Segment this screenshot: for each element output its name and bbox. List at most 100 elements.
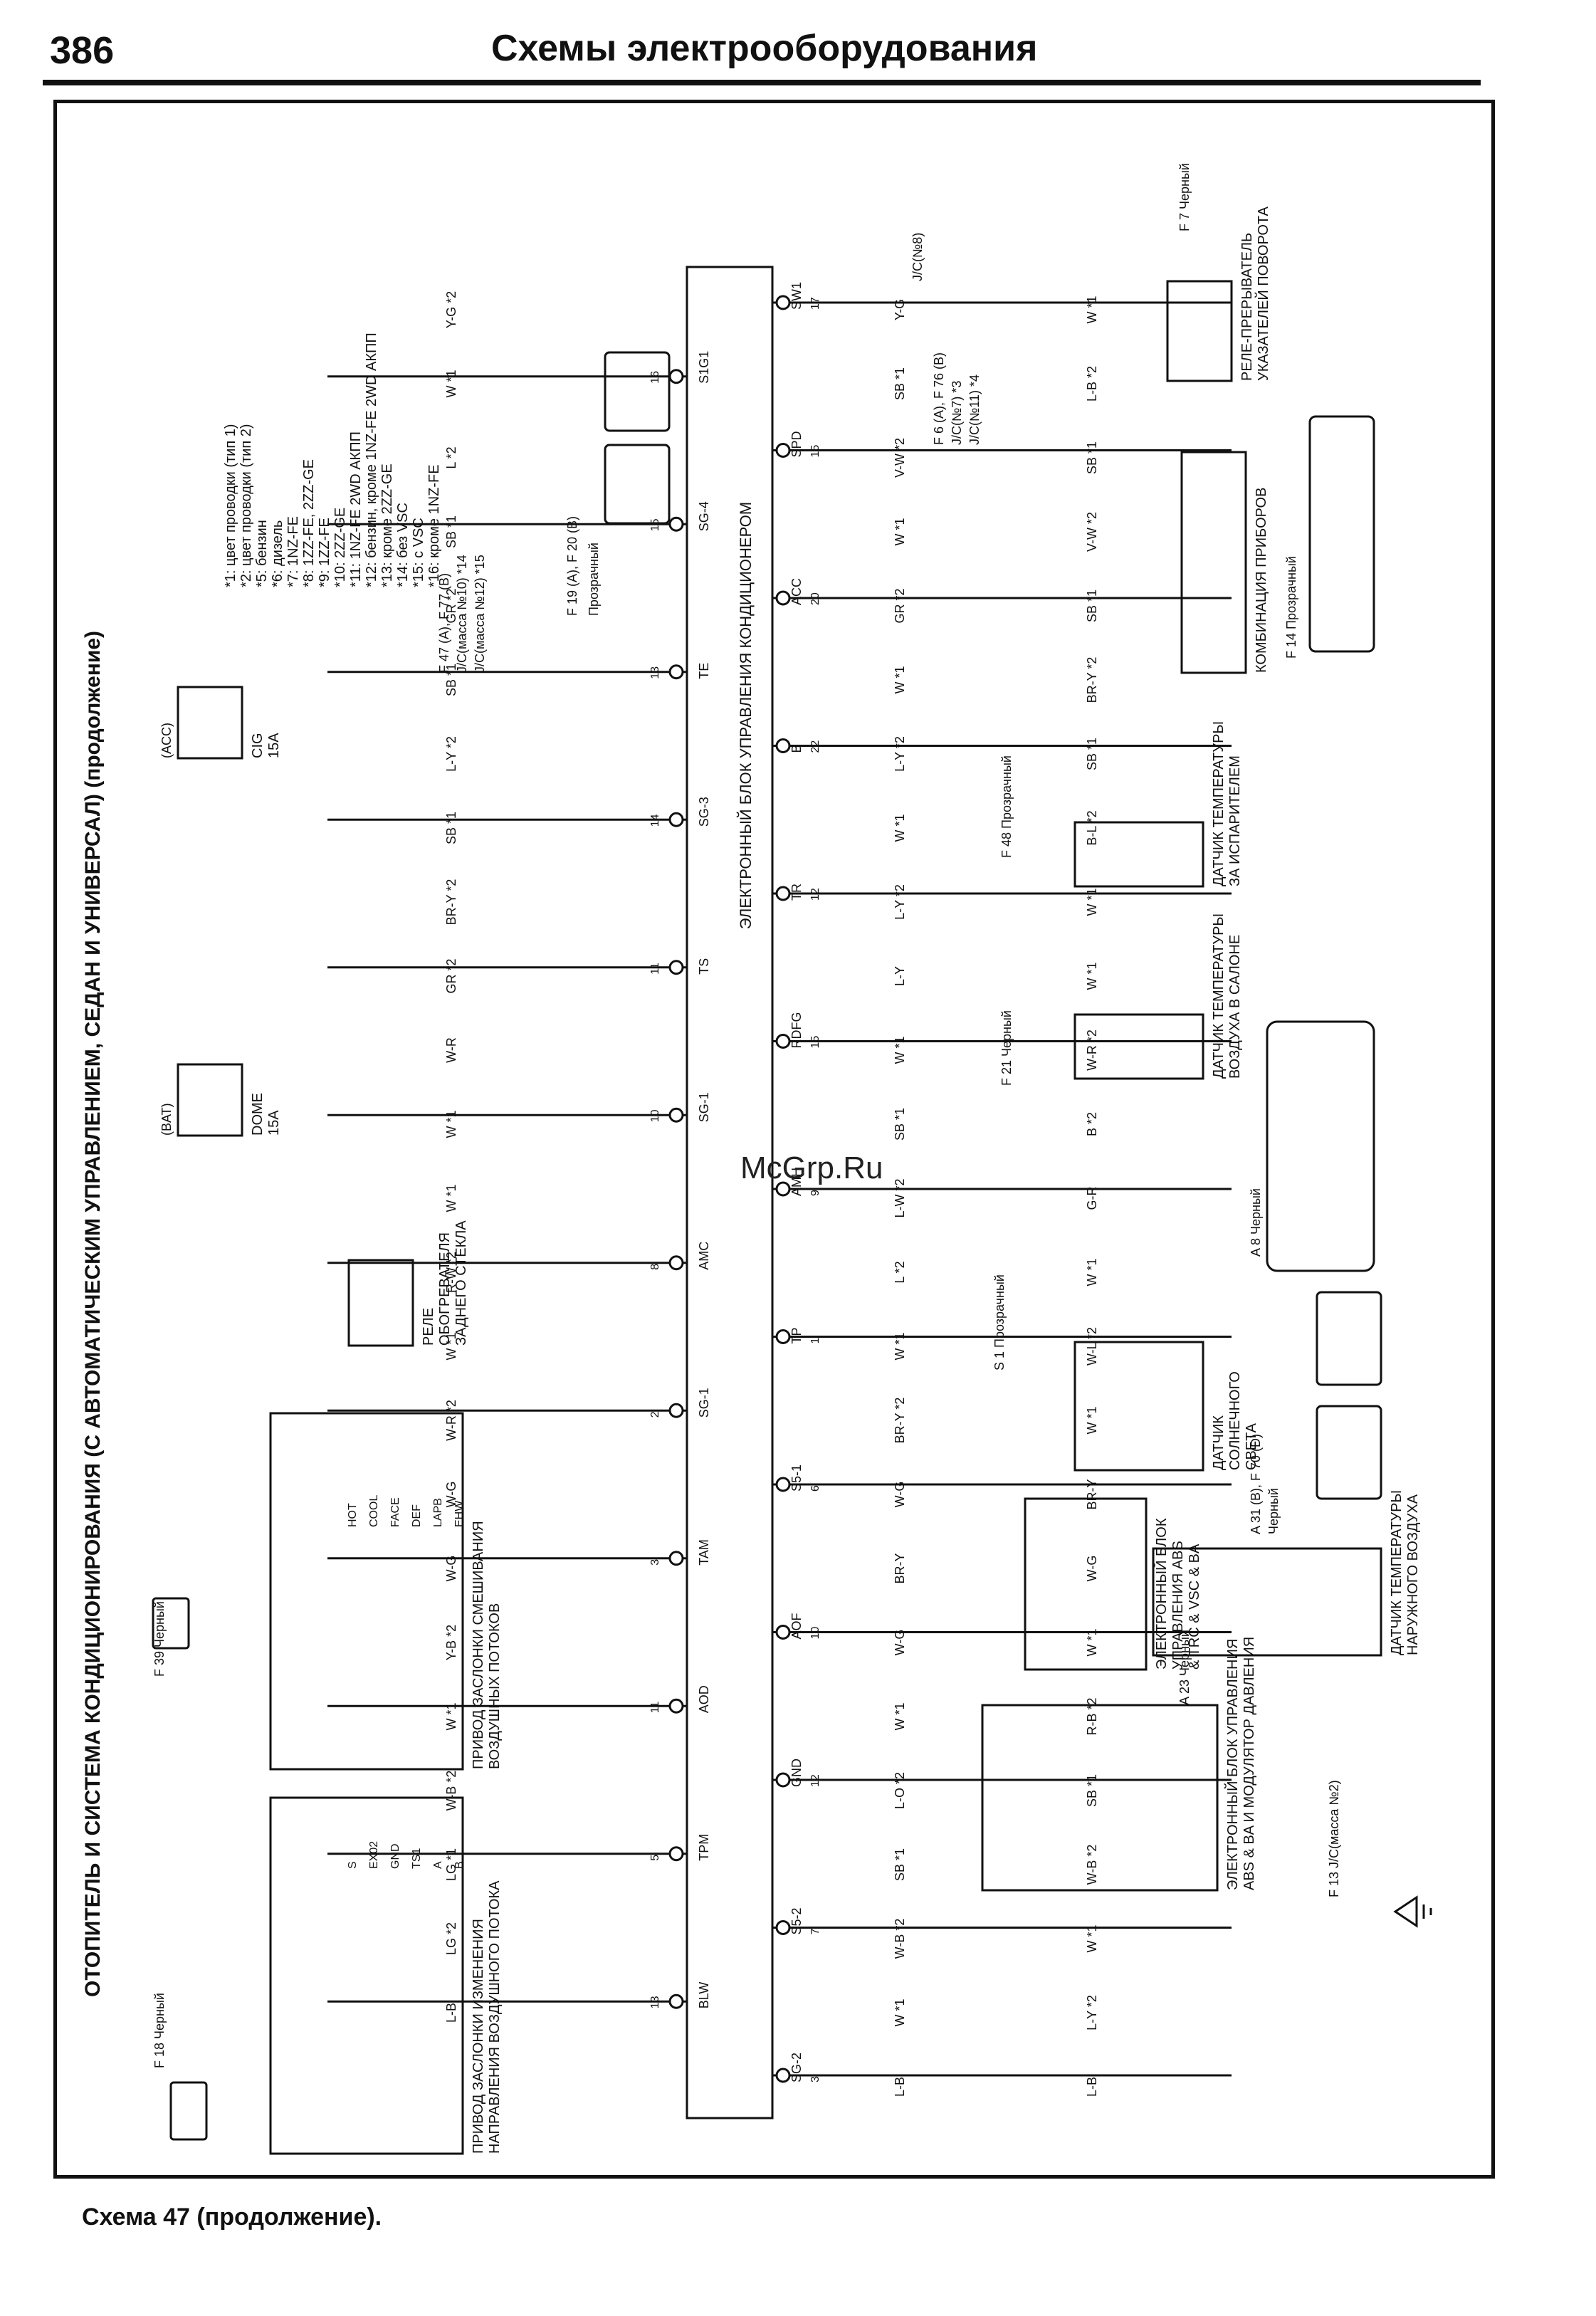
component-box — [269, 1796, 464, 2155]
wire-label: L-B — [1085, 2077, 1099, 2097]
pin-name: S5-2 — [789, 1907, 804, 1934]
pin-terminal — [668, 1551, 684, 1566]
connector-note: F 7 Черный — [1177, 163, 1192, 231]
ground-symbol — [1393, 1895, 1432, 1928]
pin-terminal — [775, 886, 791, 901]
connector-note: F 13 J/C(масса №2) — [1327, 1780, 1341, 1897]
pin-number: 14 — [649, 814, 661, 827]
pin-terminal — [668, 1403, 684, 1418]
pin-name: SG-1 — [697, 1388, 711, 1418]
term-label: S — [347, 1861, 359, 1869]
pin-terminal — [668, 960, 684, 975]
pin-name: BLW — [697, 1982, 711, 2009]
wire-label: L-B *2 — [1085, 366, 1099, 402]
pin-name: AOD — [697, 1685, 711, 1713]
component-label: ЭЛЕКТРОННЫЙ БЛОК — [1153, 1518, 1170, 1670]
wire-label: L-B — [444, 2003, 458, 2023]
wire-label: SB *1 — [444, 664, 458, 696]
pin-terminal — [668, 812, 684, 827]
wiring-diagram: ЭЛЕКТРОННЫЙ БЛОК УПРАВЛЕНИЯ КОНДИЦИОНЕРО… — [81, 163, 1432, 2155]
connector-note: F 18 Черный — [152, 1993, 167, 2068]
page-header-title: Схемы электрооборудования — [491, 28, 1038, 69]
header-rule — [43, 80, 1481, 85]
component-label: СВЕТА — [1244, 1422, 1259, 1470]
pin-name: AOF — [789, 1613, 804, 1639]
wire-label: BR-Y *2 — [444, 879, 458, 926]
component-label: ABS & BA И МОДУЛЯТОР ДАВЛЕНИЯ — [1241, 1637, 1257, 1890]
component-label: ПРИВОД ЗАСЛОНКИ ИЗМЕНЕНИЯ — [471, 1919, 486, 2154]
note-line: *13: кроме 2ZZ-GE — [379, 463, 395, 587]
connector-note: F 14 Прозрачный — [1284, 556, 1298, 659]
note-line: *7: 1NZ-FE — [285, 516, 301, 587]
figure-caption: Схема 47 (продолжение). — [82, 2204, 382, 2231]
note-line: *8: 1ZZ-FE, 2ZZ-GE — [301, 459, 317, 587]
pin-name: SG-3 — [697, 797, 711, 827]
term-label: A — [432, 1861, 444, 1869]
wire-label: BR-Y *2 — [1085, 657, 1099, 703]
wire-label: W *1 — [893, 666, 907, 693]
component-box — [981, 1704, 1219, 1892]
component-box — [1180, 451, 1247, 674]
note-line: *16: кроме 1NZ-FE — [426, 464, 442, 587]
term-label: FACE — [389, 1497, 401, 1527]
connector-note: S 1 Прозрачный — [992, 1274, 1007, 1371]
connector-note: F 39 Черный — [152, 1601, 167, 1677]
note-line: *9: 1ZZ-FE — [317, 518, 332, 587]
pin-number: 11 — [649, 963, 661, 975]
wire-label: R-W *2 — [444, 1252, 458, 1293]
pin-name: TAM — [697, 1539, 711, 1566]
wire-label: SB *1 — [444, 515, 458, 548]
wire-label: LG *1 — [444, 1848, 458, 1881]
component-box — [1166, 280, 1233, 382]
wire-label: W *1 — [893, 1702, 907, 1730]
wire-label: GR *2 — [893, 588, 907, 623]
component-label: УПРАВЛЕНИЯ ABS — [1170, 1541, 1186, 1670]
component-label: ВОЗДУШНЫХ ПОТОКОВ — [487, 1603, 503, 1769]
pin-number: 22 — [809, 740, 821, 753]
pin-name: SPD — [789, 431, 804, 457]
pin-name: AMH — [789, 1168, 804, 1196]
pin-name: AMC — [697, 1242, 711, 1270]
page-number: 386 — [50, 29, 115, 72]
note-line: *11: 1NZ-FE 2WD АКПП — [348, 431, 364, 587]
connector-note: F 21 Черный — [999, 1010, 1014, 1086]
component-label: НАРУЖНОГО ВОЗДУХА — [1405, 1494, 1421, 1655]
wire-label: Y-G *2 — [444, 291, 458, 328]
connector-note: F 6 (A), F 76 (B) — [932, 352, 946, 445]
wire-label: W *1 — [893, 518, 907, 545]
component-label: DOME — [250, 1093, 266, 1136]
note-line: *1: цвет проводки (тип 1) — [223, 424, 238, 587]
pin-terminal — [775, 1181, 791, 1197]
term-label: EHW — [453, 1500, 466, 1527]
component-label: ДАТЧИК ТЕМПЕРАТУРЫ — [1211, 913, 1227, 1079]
wire-label: BR-Y — [1085, 1479, 1099, 1509]
connector-note: A 23 Черный — [1177, 1630, 1192, 1705]
wire-label: W *1 — [1085, 1258, 1099, 1286]
wire-label: W-G — [893, 1630, 907, 1656]
wire-label: W-B *2 — [893, 1919, 907, 1959]
wire-label: SB *1 — [444, 812, 458, 844]
pin-terminal — [668, 1107, 684, 1123]
pin-name: TR — [789, 884, 804, 901]
pin-terminal — [668, 1255, 684, 1271]
pin-number: 13 — [649, 666, 661, 679]
wire-label: L *2 — [444, 446, 458, 468]
wire-label: W-R *2 — [1085, 1029, 1099, 1071]
wire-label: W *1 — [893, 1998, 907, 2026]
wire-label: L-Y *2 — [893, 736, 907, 772]
wire-label: W *1 — [444, 1184, 458, 1212]
connector-note: J/C(№7) *3 — [950, 381, 964, 445]
note-line: *6: дизель — [270, 520, 285, 587]
pin-number: 8 — [649, 1264, 661, 1270]
wire-label: W-L *2 — [1085, 1327, 1099, 1366]
pin-name: S1G1 — [697, 351, 711, 384]
connector-note: J/C(№8) — [910, 233, 925, 281]
pin-name: RDFG — [789, 1012, 804, 1049]
wire-label: W-B *2 — [444, 1771, 458, 1811]
ecu-block — [686, 266, 774, 2119]
wire-label: L-Y *2 — [444, 736, 458, 772]
notes-block: *1: цвет проводки (тип 1)*2: цвет провод… — [223, 332, 442, 587]
pin-name: TS — [697, 958, 711, 975]
wire-label: W-B *2 — [1085, 1845, 1099, 1885]
wire-label: B-L *2 — [1085, 810, 1099, 845]
